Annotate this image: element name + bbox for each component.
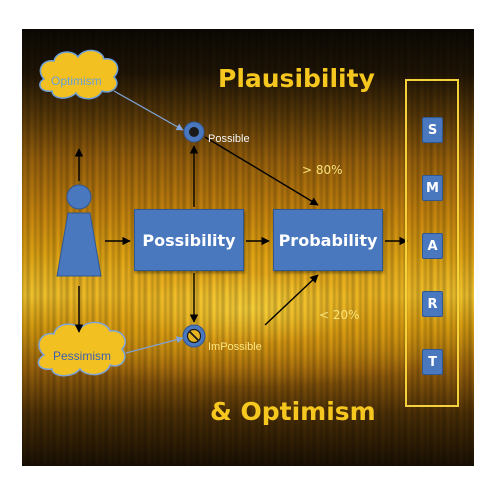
title-and-optimism: & Optimism [210,397,376,426]
person-icon [56,184,102,277]
optimism-label: Optimism [51,74,102,88]
smart-letter-a: A [422,233,443,259]
smart-letter-r: R [422,291,443,317]
connector-pessimism-to-impossible [125,336,184,354]
possible-label: Possible [208,133,250,145]
pessimism-cloud-icon [37,321,126,377]
title-plausibility: Plausibility [218,64,375,93]
smart-letter-t: T [422,349,443,375]
arrow-possible-to-probability [204,136,319,206]
connector-layer [37,49,408,377]
smart-letter-m: M [422,175,443,201]
possible-ring-icon [183,121,205,143]
low-probability-label: < 20% [319,308,360,322]
impossible-prohibited-icon [182,324,206,348]
probability-box: Probability [273,209,383,271]
optimism-cloud-icon [39,49,119,100]
possibility-box: Possibility [134,209,244,271]
arrow-impossible-to-probability [264,274,319,326]
smart-frame [405,79,459,407]
pessimism-label: Pessimism [53,349,112,363]
connector-optimism-to-possible [113,90,184,131]
impossible-label: ImPossible [208,341,262,353]
smart-letter-s: S [422,117,443,143]
slide-canvas: Plausibility & Optimism Possibility Prob… [22,29,474,466]
high-probability-label: > 80% [302,163,343,177]
